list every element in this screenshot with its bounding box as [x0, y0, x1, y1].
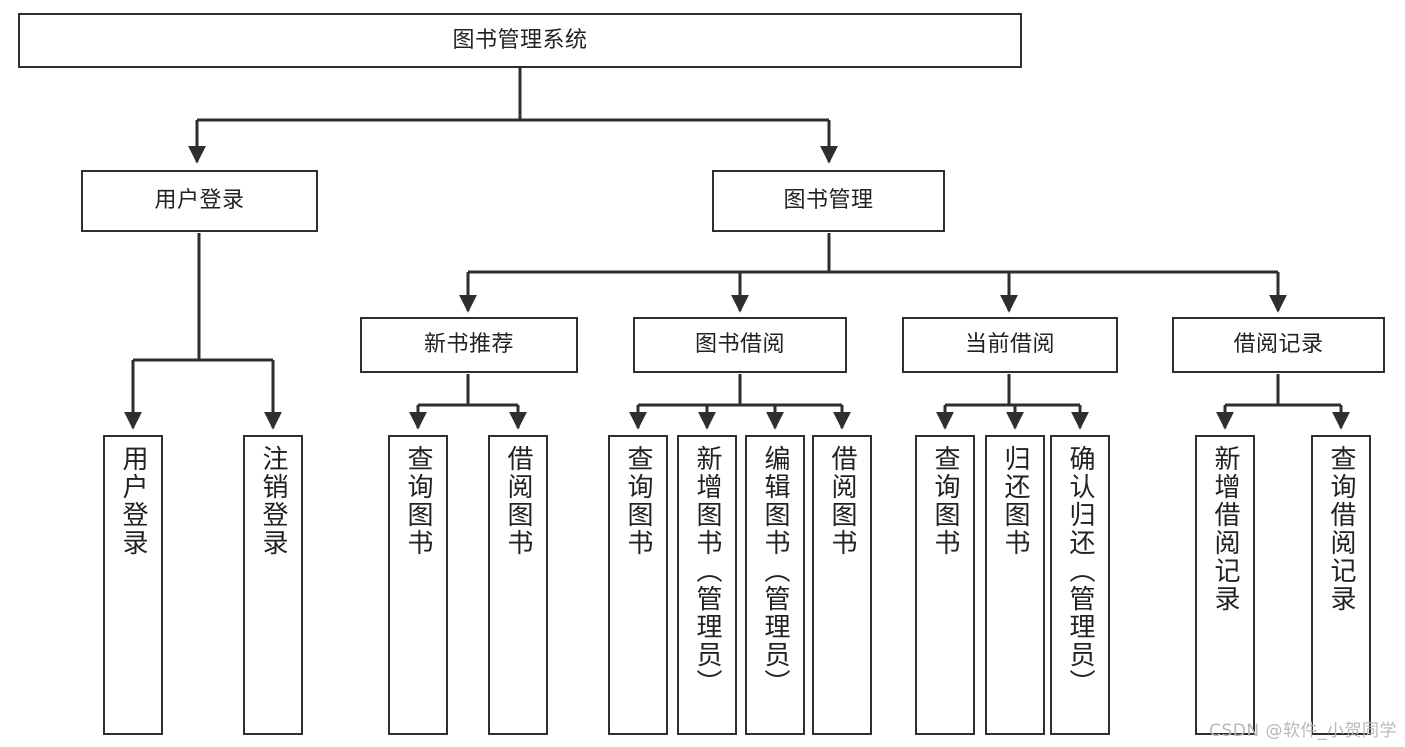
node-leaf-confirm-return[interactable]: 确认归还（管理员） — [1050, 435, 1110, 735]
node-leaf-add-record[interactable]: 新增借阅记录 — [1195, 435, 1255, 735]
node-leaf-query-book-1[interactable]: 查询图书 — [388, 435, 448, 735]
node-book-management-label: 图书管理 — [783, 188, 874, 214]
node-current-borrow-label: 当前借阅 — [964, 332, 1055, 358]
node-leaf-confirm-return-label: 确认归还（管理员） — [1065, 445, 1095, 697]
node-user-login-label: 用户登录 — [154, 188, 245, 214]
node-leaf-edit-book-label: 编辑图书（管理员） — [760, 445, 790, 697]
node-leaf-logout[interactable]: 注销登录 — [243, 435, 303, 735]
node-book-management[interactable]: 图书管理 — [712, 170, 945, 232]
node-leaf-borrow-book-1-label: 借阅图书 — [503, 445, 533, 557]
node-leaf-add-record-label: 新增借阅记录 — [1210, 445, 1240, 613]
node-leaf-query-book-1-label: 查询图书 — [403, 445, 433, 557]
node-leaf-borrow-book-2-label: 借阅图书 — [827, 445, 857, 557]
node-leaf-borrow-book-1[interactable]: 借阅图书 — [488, 435, 548, 735]
node-leaf-user-login[interactable]: 用户登录 — [103, 435, 163, 735]
node-leaf-add-book[interactable]: 新增图书（管理员） — [677, 435, 737, 735]
node-book-borrow[interactable]: 图书借阅 — [633, 317, 847, 373]
node-leaf-borrow-book-2[interactable]: 借阅图书 — [812, 435, 872, 735]
node-leaf-query-record-label: 查询借阅记录 — [1326, 445, 1356, 613]
node-book-borrow-label: 图书借阅 — [694, 332, 785, 358]
node-leaf-query-book-3[interactable]: 查询图书 — [915, 435, 975, 735]
node-leaf-return-book[interactable]: 归还图书 — [985, 435, 1045, 735]
node-leaf-query-book-3-label: 查询图书 — [930, 445, 960, 557]
node-leaf-query-book-2-label: 查询图书 — [623, 445, 653, 557]
node-current-borrow[interactable]: 当前借阅 — [902, 317, 1118, 373]
node-user-login[interactable]: 用户登录 — [81, 170, 318, 232]
node-root-system[interactable]: 图书管理系统 — [18, 13, 1022, 68]
node-leaf-query-record[interactable]: 查询借阅记录 — [1311, 435, 1371, 735]
node-leaf-user-login-label: 用户登录 — [118, 445, 148, 557]
node-borrow-record[interactable]: 借阅记录 — [1172, 317, 1385, 373]
node-new-book-recommend-label: 新书推荐 — [423, 332, 514, 358]
node-leaf-return-book-label: 归还图书 — [1000, 445, 1030, 557]
node-leaf-query-book-2[interactable]: 查询图书 — [608, 435, 668, 735]
node-new-book-recommend[interactable]: 新书推荐 — [360, 317, 578, 373]
node-leaf-add-book-label: 新增图书（管理员） — [692, 445, 722, 697]
node-root-label: 图书管理系统 — [452, 27, 588, 53]
node-borrow-record-label: 借阅记录 — [1233, 332, 1324, 358]
node-leaf-logout-label: 注销登录 — [258, 445, 288, 557]
node-leaf-edit-book[interactable]: 编辑图书（管理员） — [745, 435, 805, 735]
watermark-csdn: CSDN @软件_小贺同学 — [1209, 721, 1397, 741]
